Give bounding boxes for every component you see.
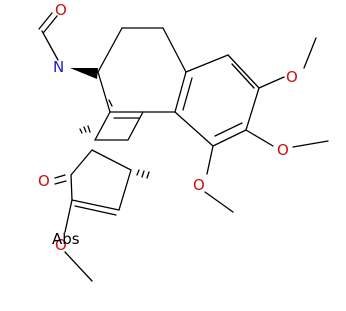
bond-cp-3-double — [74, 205, 117, 216]
benzene-ring — [174, 54, 260, 147]
bond-co-formyl-a — [43, 15, 58, 33]
bond-cp-3 — [71, 199, 120, 211]
bond-ome-3b — [204, 191, 234, 213]
bond-ar-6-double — [182, 77, 193, 111]
bond-cp-2 — [70, 174, 73, 201]
atom-methoxy-oxygen-3: O — [193, 176, 205, 194]
bond-cb-apex — [108, 99, 113, 107]
bond-ar-2 — [227, 54, 260, 89]
bond-cb-right — [127, 111, 144, 141]
atom-formyl-oxygen: O — [55, 1, 67, 19]
bond-c5-c4a — [162, 27, 187, 73]
methoxy-groups — [204, 37, 329, 213]
bond-ome-1b — [303, 37, 317, 69]
bond-ome-1a — [258, 76, 285, 89]
wedge-bond-n — [70, 68, 98, 79]
bond-ar-5 — [174, 111, 214, 147]
bond-co-formyl-b — [38, 12, 53, 30]
bond-cp-4 — [118, 169, 132, 211]
bond-o-me-bottom — [64, 251, 93, 282]
atom-ketone-oxygen: O — [38, 172, 50, 190]
bond-c7-c6 — [97, 27, 123, 73]
bond-ome-3a — [206, 145, 214, 175]
bond-c-n-formyl — [41, 30, 59, 61]
hash-bond-left — [79, 125, 91, 134]
stereo-abs-label: Abs — [52, 230, 80, 248]
atom-amide-nitrogen: N — [53, 58, 64, 76]
bond-ome-2b — [292, 140, 329, 148]
bond-cb-left — [94, 111, 111, 141]
atom-methoxy-oxygen-4: O — [55, 236, 67, 254]
cyclopentenone-ring — [54, 149, 132, 282]
hash-bond-right — [136, 169, 150, 179]
bond-ar-2-double — [231, 63, 255, 89]
cyclobutene-ring — [94, 99, 144, 141]
cycloheptane-ring — [97, 27, 187, 113]
bond-cp-1 — [70, 149, 93, 176]
formyl-group — [38, 12, 59, 61]
bond-ar-1 — [185, 54, 229, 73]
bond-c-ome — [64, 199, 73, 233]
bond-ar-4 — [212, 129, 247, 147]
bond-ar-4-double — [214, 122, 243, 137]
bond-ketone-a — [54, 174, 66, 179]
bond-c7-c7a — [97, 71, 111, 113]
bond-ar-3 — [245, 87, 260, 131]
bond-ketone-b — [54, 180, 67, 185]
bond-ome-2a — [245, 129, 274, 147]
bond-cp-5 — [91, 149, 132, 171]
atom-methoxy-oxygen-2: O — [277, 141, 289, 159]
atom-methoxy-oxygen-1: O — [286, 68, 298, 86]
bond-ar-6 — [174, 71, 187, 113]
